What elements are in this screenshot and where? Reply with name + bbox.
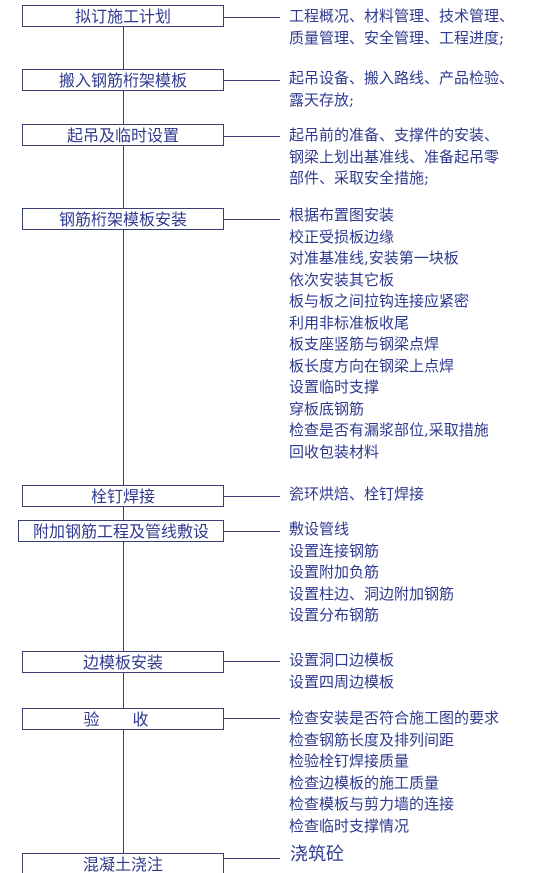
note-line: 起吊设备、搬入路线、产品检验、 — [289, 69, 515, 87]
note-line: 回收包装材料 — [289, 442, 380, 461]
note-line: 检查临时支撑情况 — [289, 816, 410, 835]
step-notes-7: 设置洞口边模板 设置四周边模板 — [289, 650, 541, 693]
branch-connector-5 — [224, 496, 280, 497]
note-line: 板支座竖筋与钢梁点焊 — [289, 335, 440, 353]
step-notes-5: 瓷环烘焙、栓钉焊接 — [289, 484, 541, 506]
step-box-7: 边模板安装 — [22, 651, 224, 673]
branch-connector-6 — [224, 531, 280, 532]
branch-connector-3 — [224, 136, 280, 137]
note-line: 瓷环烘焙、栓钉焊接 — [289, 485, 425, 503]
note-line: 利用非标准板收尾 — [289, 313, 410, 332]
note-line: 设置分布钢筋 — [289, 606, 380, 624]
flow-trunk-line — [123, 25, 124, 873]
note-line: 对准基准线,安装第一块板 — [289, 249, 459, 267]
step-notes-9: 浇筑砼 — [290, 844, 344, 865]
step-box-1: 拟订施工计划 — [22, 5, 224, 27]
note-line: 质量管理、安全管理、工程进度; — [289, 28, 505, 47]
note-line: 设置临时支撑 — [289, 378, 380, 396]
note-line: 设置柱边、洞边附加钢筋 — [289, 584, 455, 603]
note-line: 板与板之间拉钩连接应紧密 — [289, 292, 470, 310]
branch-connector-8 — [224, 718, 280, 719]
note-line: 依次安装其它板 — [289, 270, 395, 289]
step-notes-6: 敷设管线 设置连接钢筋 设置附加负筋 设置柱边、洞边附加钢筋 设置分布钢筋 — [289, 519, 541, 627]
step-box-3: 起吊及临时设置 — [22, 124, 224, 146]
step-box-2: 搬入钢筋桁架模板 — [22, 69, 224, 91]
note-line: 穿板底钢筋 — [289, 399, 365, 418]
note-line: 检查钢筋长度及排列间距 — [289, 730, 455, 749]
step-notes-8: 检查安装是否符合施工图的要求 检查钢筋长度及排列间距 检验栓钉焊接质量 检查边模… — [289, 708, 541, 837]
step-box-8: 验 收 — [22, 708, 224, 730]
note-line: 检查安装是否符合施工图的要求 — [289, 709, 500, 727]
note-line: 钢梁上划出基准线、准备起吊零 — [289, 147, 500, 166]
note-line: 检查模板与剪力墙的连接 — [289, 795, 455, 813]
note-line: 设置四周边模板 — [289, 672, 395, 691]
note-line: 部件、采取安全措施; — [289, 169, 430, 187]
note-line: 设置洞口边模板 — [289, 651, 395, 669]
note-line: 检验栓钉焊接质量 — [289, 752, 410, 770]
note-line: 敷设管线 — [289, 520, 350, 538]
step-box-4: 钢筋桁架模板安装 — [22, 208, 224, 230]
note-line: 检查是否有漏浆部位,采取措施 — [289, 421, 489, 439]
note-line: 板长度方向在钢梁上点焊 — [289, 356, 455, 375]
branch-connector-7 — [224, 661, 280, 662]
note-line: 工程概况、材料管理、技术管理、 — [289, 7, 515, 25]
note-line: 根据布置图安装 — [289, 206, 395, 224]
note-line: 设置连接钢筋 — [289, 541, 380, 560]
branch-connector-2 — [224, 80, 280, 81]
step-notes-2: 起吊设备、搬入路线、产品检验、 露天存放; — [289, 68, 541, 111]
note-line: 设置附加负筋 — [289, 563, 380, 581]
branch-connector-4 — [224, 219, 280, 220]
step-box-6: 附加钢筋工程及管线敷设 — [18, 520, 224, 542]
note-line: 露天存放; — [289, 90, 355, 109]
step-notes-4: 根据布置图安装 校正受损板边缘 对准基准线,安装第一块板 依次安装其它板 板与板… — [289, 205, 541, 463]
step-notes-1: 工程概况、材料管理、技术管理、 质量管理、安全管理、工程进度; — [289, 6, 541, 49]
branch-connector-1 — [224, 17, 280, 18]
note-line: 检查边模板的施工质量 — [289, 773, 440, 792]
note-line: 校正受损板边缘 — [289, 227, 395, 246]
step-box-9: 混凝土浇注 — [22, 853, 224, 873]
step-box-5: 栓钉焊接 — [22, 485, 224, 507]
branch-connector-9 — [224, 858, 280, 859]
step-notes-3: 起吊前的准备、支撑件的安装、 钢梁上划出基准线、准备起吊零 部件、采取安全措施; — [289, 125, 541, 190]
note-line: 起吊前的准备、支撑件的安装、 — [289, 126, 500, 144]
